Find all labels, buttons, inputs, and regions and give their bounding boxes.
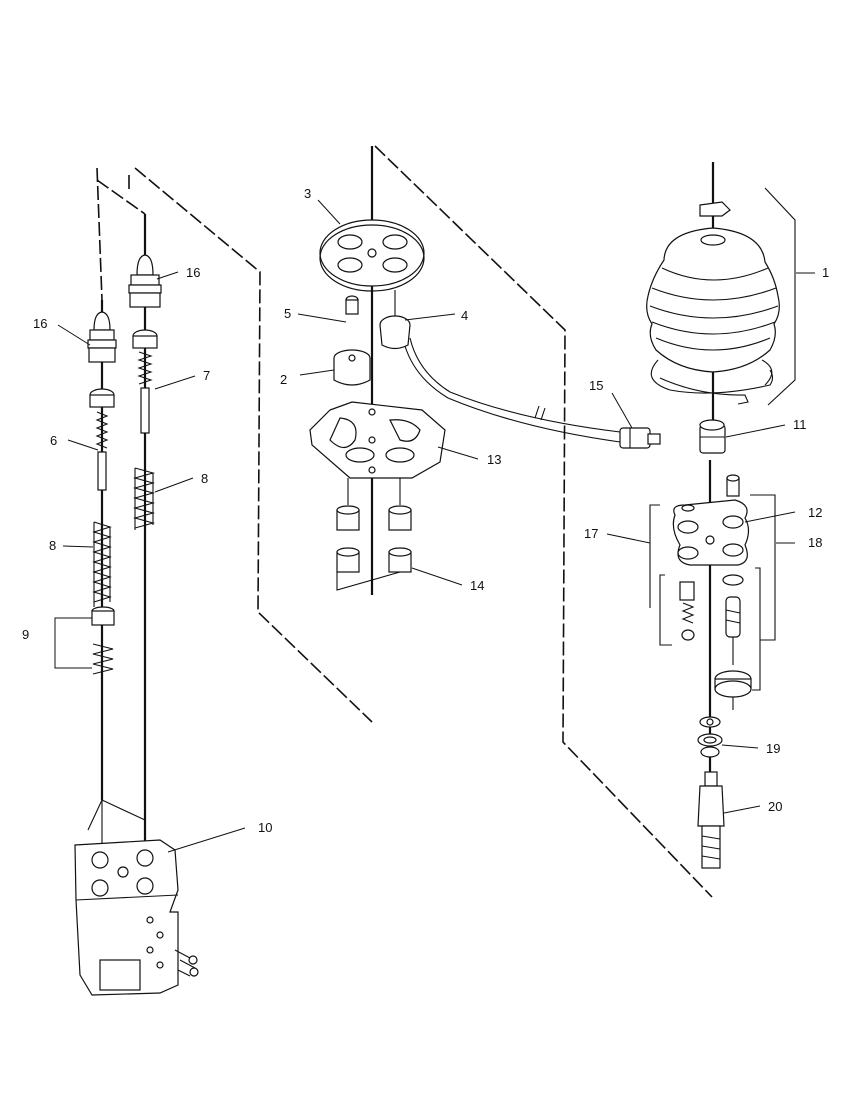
left-valve-stack bbox=[74, 214, 199, 996]
plate-13 bbox=[309, 401, 446, 505]
washers-19 bbox=[697, 716, 723, 758]
spring-8-right bbox=[132, 467, 156, 530]
callout-16-right: 16 bbox=[186, 265, 200, 280]
callout-11: 11 bbox=[793, 417, 807, 432]
callout-20: 20 bbox=[768, 799, 782, 814]
callouts: 1 2 3 4 5 6 7 8 8 9 10 11 12 13 14 15 16… bbox=[22, 186, 829, 835]
cup-2 bbox=[333, 349, 371, 386]
callout-6: 6 bbox=[50, 433, 57, 448]
stem-7 bbox=[137, 351, 153, 434]
spring-8-left bbox=[92, 521, 112, 607]
callout-15: 15 bbox=[589, 378, 603, 393]
callout-3: 3 bbox=[304, 186, 311, 201]
section-planes bbox=[96, 145, 713, 898]
callout-17: 17 bbox=[584, 526, 598, 541]
boot-4-with-cable bbox=[379, 290, 621, 443]
valve-body-10 bbox=[74, 799, 199, 996]
connector-15 bbox=[619, 427, 661, 449]
callout-10: 10 bbox=[258, 820, 272, 835]
callout-19: 19 bbox=[766, 741, 780, 756]
callout-7: 7 bbox=[203, 368, 210, 383]
stud-20 bbox=[697, 771, 725, 869]
callout-18: 18 bbox=[808, 535, 822, 550]
right-stack bbox=[646, 162, 796, 869]
callout-8-right: 8 bbox=[201, 471, 208, 486]
pin-5 bbox=[345, 295, 359, 315]
stem-6 bbox=[95, 411, 109, 491]
plunger-16-right bbox=[128, 254, 162, 308]
middle-stack bbox=[309, 146, 661, 595]
callout-16-left: 16 bbox=[33, 316, 47, 331]
callout-12: 12 bbox=[808, 505, 822, 520]
callout-9: 9 bbox=[22, 627, 29, 642]
plate-3 bbox=[319, 219, 425, 292]
callout-14: 14 bbox=[470, 578, 484, 593]
callout-4: 4 bbox=[461, 308, 468, 323]
callout-2: 2 bbox=[280, 372, 287, 387]
part-9-set bbox=[91, 606, 115, 675]
callout-8-left: 8 bbox=[49, 538, 56, 553]
plunger-16-left bbox=[87, 311, 117, 363]
nut-11 bbox=[699, 419, 726, 454]
bushings-14 bbox=[336, 505, 412, 591]
boot-1 bbox=[646, 227, 780, 405]
callout-13: 13 bbox=[487, 452, 501, 467]
plate-assembly-12-17-18 bbox=[649, 474, 776, 710]
leader-lines bbox=[54, 199, 815, 853]
callout-1: 1 bbox=[822, 265, 829, 280]
callout-5: 5 bbox=[284, 306, 291, 321]
